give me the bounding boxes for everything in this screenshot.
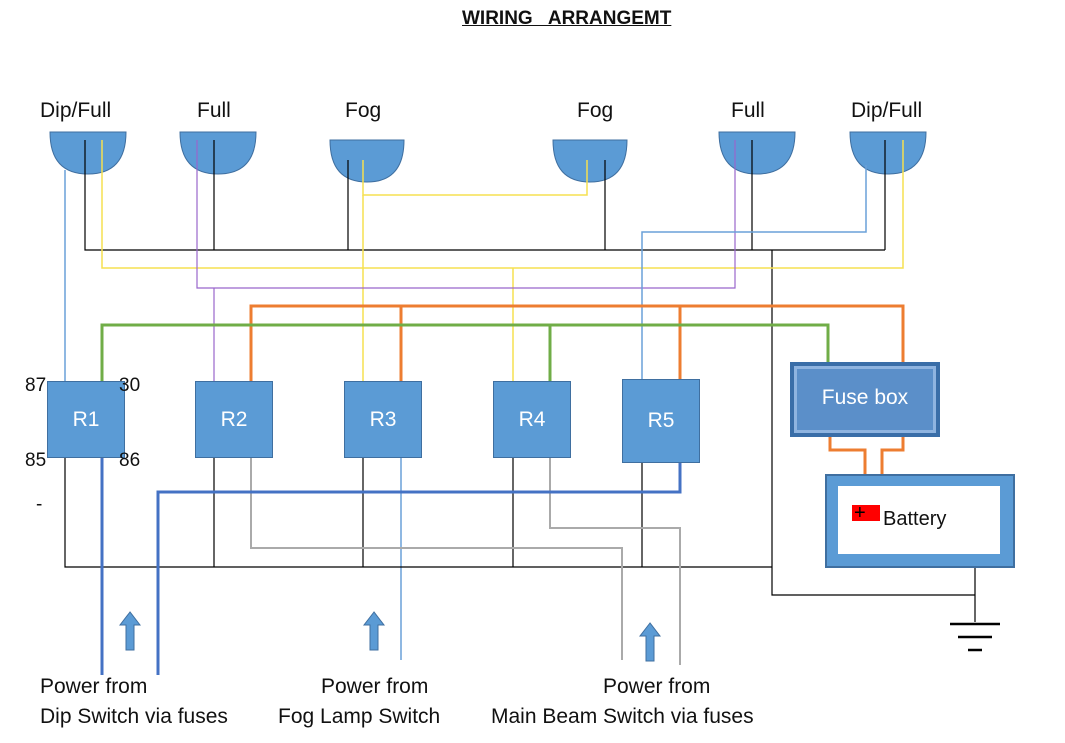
relay-r4: R4 bbox=[493, 381, 571, 458]
battery-label: Battery bbox=[883, 508, 947, 530]
relay-r3: R3 bbox=[344, 381, 422, 458]
lamp-5-shape bbox=[718, 131, 796, 175]
power-label-1-line1: Power from bbox=[40, 675, 148, 698]
lamps bbox=[49, 131, 927, 183]
power-label-2-line1: Power from bbox=[321, 675, 429, 698]
lamp-4-shape bbox=[552, 139, 628, 183]
pin-minus: - bbox=[36, 494, 43, 515]
black-top-wires bbox=[84, 140, 975, 596]
pin-86: 86 bbox=[119, 450, 141, 471]
lamp-label-1: Dip/Full bbox=[40, 99, 112, 122]
arrow-up-icon bbox=[638, 622, 662, 662]
power-label-1-line2: Dip Switch via fuses bbox=[40, 705, 228, 728]
green-wires bbox=[100, 323, 830, 382]
grey-wires bbox=[250, 455, 681, 665]
fuse-box-label: Fuse box bbox=[821, 386, 909, 409]
yellow-wires bbox=[101, 140, 904, 382]
pin-30: 30 bbox=[119, 375, 141, 396]
ground-symbol bbox=[950, 622, 1000, 652]
relay-r1: R1 bbox=[47, 381, 125, 458]
purple-wires bbox=[196, 140, 736, 382]
up-arrows bbox=[118, 611, 662, 662]
lamp-6-shape bbox=[849, 131, 927, 175]
relay-r5: R5 bbox=[622, 379, 700, 463]
black-bottom-wires bbox=[64, 455, 976, 622]
power-label-3-line2: Main Beam Switch via fuses bbox=[491, 705, 754, 728]
arrow-up-icon bbox=[118, 611, 142, 651]
power-label-2-line2: Fog Lamp Switch bbox=[278, 705, 441, 728]
lamp-3-shape bbox=[329, 139, 405, 183]
lamp-label-5: Full bbox=[731, 99, 765, 122]
lamp-label-4: Fog bbox=[577, 99, 614, 122]
lamp-label-3: Fog bbox=[345, 99, 382, 122]
lamp-label-6: Dip/Full bbox=[851, 99, 923, 122]
battery-plus-terminal: + bbox=[852, 503, 880, 523]
pin-87: 87 bbox=[25, 375, 47, 396]
relay-r2: R2 bbox=[195, 381, 273, 458]
lamp-label-2: Full bbox=[197, 99, 231, 122]
power-label-3-line1: Power from bbox=[603, 675, 711, 698]
pin-85: 85 bbox=[25, 450, 47, 471]
lamp-1-shape bbox=[49, 131, 127, 175]
diagram-title: WIRING ARRANGEMT bbox=[462, 8, 672, 29]
arrow-up-icon bbox=[362, 611, 386, 651]
light-blue-wires bbox=[64, 165, 867, 660]
blue-power-wires bbox=[100, 455, 682, 675]
lamp-2-shape bbox=[179, 131, 257, 175]
fuse-box bbox=[790, 362, 940, 437]
